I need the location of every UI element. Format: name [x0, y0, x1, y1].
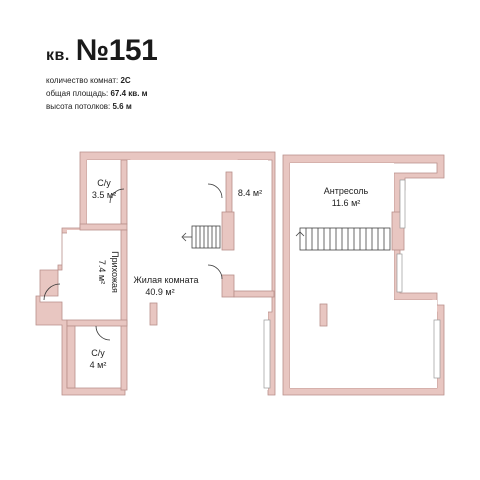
window-right-first: [263, 319, 271, 389]
ceiling-height-line: высота потолков: 5.6 м: [46, 100, 157, 113]
wall-hall-right: [120, 229, 128, 391]
bathroom2-floor: [75, 328, 121, 386]
wall-stair-block: [221, 211, 235, 251]
ceiling-height-label: высота потолков:: [46, 102, 111, 111]
wall-bath2-left: [66, 325, 76, 389]
stairs-first-floor: [181, 225, 221, 249]
door-bath2: [95, 325, 111, 341]
room-small-floor: [232, 174, 270, 214]
rooms-count-value: 2С: [120, 76, 131, 85]
window-mezz-bottom: [433, 319, 441, 379]
door-bath1: [109, 188, 125, 204]
mezzanine-plan: Антресоль 11.6 м²: [282, 154, 445, 396]
hallway-name: Прихожая: [110, 251, 120, 293]
total-area-value: 67.4 кв. м: [110, 89, 148, 98]
door-entrance: [43, 283, 61, 301]
bathroom2-area: 4 м²: [90, 360, 107, 370]
apartment-prefix: кв.: [46, 47, 70, 64]
total-area-label: общая площадь:: [46, 89, 109, 98]
living-name: Жилая комната: [133, 275, 198, 285]
hallway-area: 7.4 м²: [97, 260, 107, 284]
apartment-info: количество комнат: 2С общая площадь: 67.…: [46, 74, 157, 113]
column-living: [149, 302, 158, 326]
mezzanine-area: 11.6 м²: [332, 198, 361, 208]
bathroom1-name: С/у: [97, 178, 111, 188]
first-floor-outer-walls: [35, 151, 276, 396]
hallway-floor: [67, 230, 121, 320]
window-mezz-top: [399, 179, 406, 229]
mezzanine-floor: [290, 163, 394, 388]
wall-bath1-bottom: [79, 223, 128, 231]
wall-hall-bottom: [66, 319, 128, 327]
window-mezz-mid: [396, 253, 403, 293]
wall-small-left: [225, 171, 233, 213]
rooms-count-line: количество комнат: 2С: [46, 74, 157, 87]
rooms-count-label: количество комнат:: [46, 76, 119, 85]
room-small-area: 8.4 м²: [238, 188, 262, 198]
ceiling-height-value: 5.6 м: [112, 102, 132, 111]
wall-small-bottom: [233, 290, 275, 298]
wall-bath1-right: [120, 159, 128, 225]
bathroom2-name: С/у: [91, 348, 105, 358]
wall-lower-block: [221, 274, 235, 298]
mezzanine-name: Антресоль: [324, 186, 369, 196]
mezzanine-lower-floor: [394, 300, 437, 388]
apartment-number: №151: [75, 34, 158, 67]
door-small-room: [207, 183, 223, 199]
apartment-header: кв. №151 количество комнат: 2С общая пло…: [46, 34, 158, 113]
column-mezzanine: [319, 303, 328, 327]
door-living-lower: [207, 264, 223, 280]
total-area-line: общая площадь: 67.4 кв. м: [46, 87, 157, 100]
bathroom1-area: 3.5 м²: [92, 190, 116, 200]
living-area: 40.9 м²: [145, 287, 174, 297]
first-floor-plan: С/у 3.5 м² 8.4 м² Прихожая 7.4 м² Жилая …: [35, 151, 276, 396]
apartment-title: кв. №151: [46, 34, 158, 68]
stairs-mezzanine: [295, 227, 391, 251]
